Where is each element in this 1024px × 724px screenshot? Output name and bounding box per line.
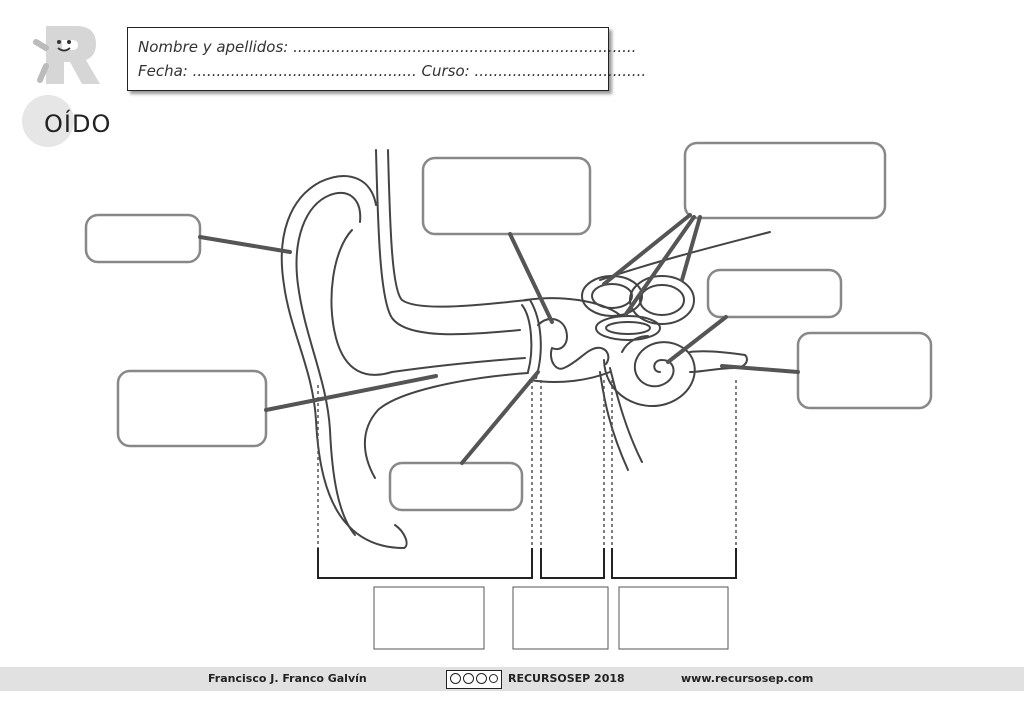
eustachian-tube-drawing	[599, 367, 643, 471]
ossicles-drawing	[537, 318, 610, 370]
pointer-line-ossicles	[508, 232, 554, 324]
creative-commons-icon	[446, 670, 502, 689]
label-box-semicircular-canals	[683, 141, 887, 220]
pointer-line-canals-2	[624, 215, 696, 316]
footer-website[interactable]: www.recursosep.com	[681, 672, 814, 685]
eardrum-drawing	[521, 299, 542, 379]
label-box-pinna	[84, 213, 202, 264]
label-box-ossicles	[421, 156, 592, 236]
answer-box-outer-ear	[373, 586, 485, 650]
pinna-drawing	[280, 149, 529, 549]
cochlea-drawing	[603, 335, 696, 408]
footer-author: Francisco J. Franco Galvín	[208, 672, 367, 685]
label-box-auditory-nerve	[796, 331, 933, 410]
date-course-field[interactable]: Fecha: .................................…	[138, 62, 647, 80]
title-circle	[22, 95, 74, 147]
pointer-line-canals-1	[602, 213, 692, 286]
ear-canal-drawing	[391, 357, 526, 373]
page-title: OÍDO	[44, 110, 112, 138]
auditory-nerve-drawing	[689, 350, 748, 373]
label-box-eardrum	[388, 461, 524, 512]
name-field[interactable]: Nombre y apellidos: ....................…	[138, 38, 637, 56]
footer-bar: Francisco J. Franco Galvín RECURSOSEP 20…	[0, 667, 1024, 691]
student-info-box: Nombre y apellidos: ....................…	[127, 27, 646, 91]
pointer-line-eardrum	[460, 370, 540, 465]
bracket-inner-ear	[611, 548, 737, 579]
label-box-cochlea	[706, 268, 843, 319]
pointer-line-pinna	[198, 235, 292, 254]
bracket-outer-ear	[317, 548, 533, 579]
label-box-ear-canal	[116, 369, 268, 448]
bracket-middle-ear	[540, 548, 605, 579]
semicircular-canals-drawing	[581, 275, 695, 341]
answer-box-inner-ear	[618, 586, 729, 650]
ear-diagram	[84, 141, 933, 650]
pointer-line-cochlea	[666, 315, 728, 364]
recursosep-logo	[33, 26, 100, 84]
pointer-line-ear-canal	[264, 374, 438, 412]
pointer-line-auditory-nerve	[720, 364, 800, 374]
footer-brand: RECURSOSEP 2018	[508, 672, 625, 685]
pointer-line-canals-3	[680, 215, 702, 282]
answer-box-middle-ear	[512, 586, 609, 650]
